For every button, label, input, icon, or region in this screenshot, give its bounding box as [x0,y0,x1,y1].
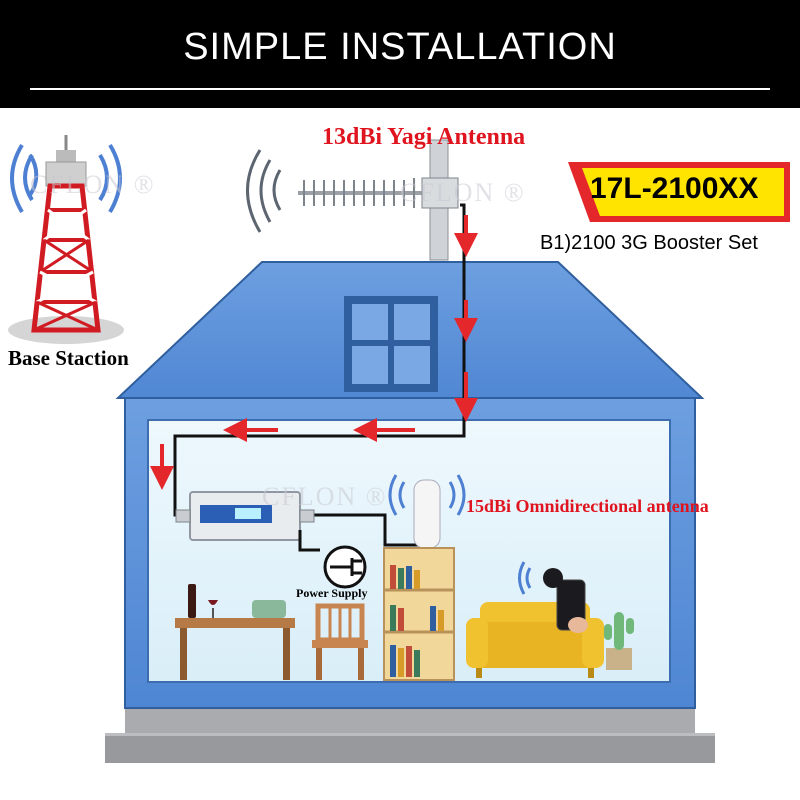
power-supply-label: Power Supply [296,586,368,600]
booster-set-label: B1)2100 3G Booster Set [540,232,758,254]
house-foundation [105,705,715,763]
cactus-plant [604,612,634,670]
header-divider [30,88,770,90]
page-title: SIMPLE INSTALLATION [183,26,617,68]
header-banner: SIMPLE INSTALLATION [0,0,800,108]
watermark: CFLON ® [262,482,388,511]
yagi-antenna-label: 13dBi Yagi Antenna [322,124,526,150]
omni-antenna-label: 15dBi Omnidirectional antenna [466,496,709,516]
base-station-label: Base Staction [8,346,129,370]
bookshelf [383,547,455,681]
yagi-antenna [246,139,459,261]
power-supply-plug [298,530,367,589]
model-label: 17L-2100XX [590,172,759,205]
watermark: CFLON ® [30,170,156,199]
base-station-tower [8,135,124,344]
desk-and-chair [175,584,368,680]
booster-unit [175,491,315,541]
watermark: CFLON ® [400,178,526,207]
model-badge [568,162,790,222]
omni-antenna [388,474,466,549]
roof-window [344,296,438,392]
signal-arrows [150,215,478,490]
mobile-phone [518,561,588,633]
